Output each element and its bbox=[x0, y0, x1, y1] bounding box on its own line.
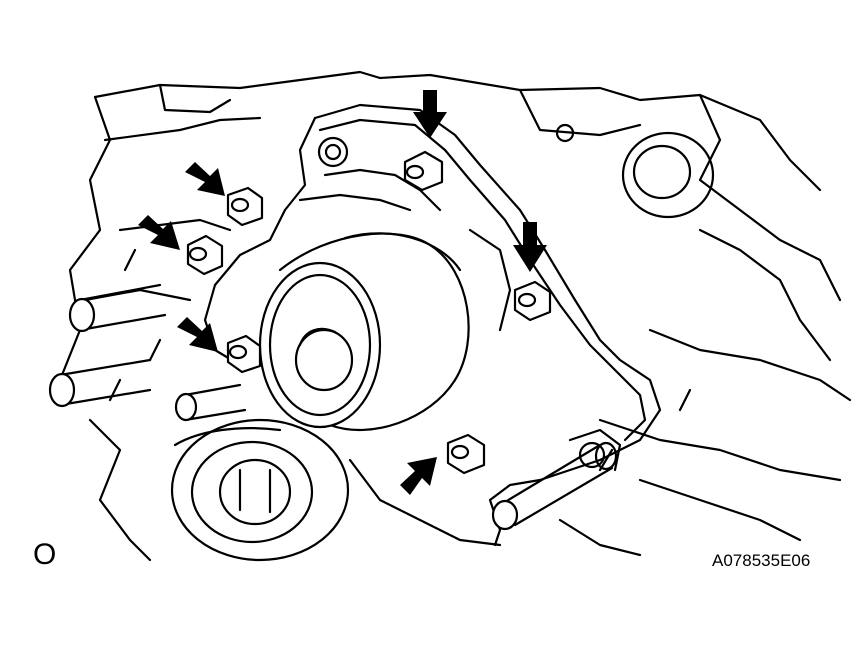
engine-block-outline bbox=[58, 70, 852, 562]
arrow-icon bbox=[177, 317, 218, 352]
nut-bottom bbox=[446, 433, 486, 475]
idler-pulley bbox=[258, 232, 470, 432]
arrow-icon bbox=[513, 222, 547, 272]
nut-left bbox=[186, 234, 224, 276]
arrow-icon bbox=[138, 215, 180, 250]
arrow-icon bbox=[185, 162, 225, 196]
arrow-icon bbox=[400, 457, 437, 495]
left-pins bbox=[48, 283, 247, 422]
corner-label: O bbox=[33, 538, 57, 571]
nut-right bbox=[513, 280, 552, 322]
figure-code: A078535E06 bbox=[712, 551, 811, 570]
lower-left-pulley bbox=[170, 418, 350, 562]
arrow-icon bbox=[413, 90, 447, 138]
right-pin bbox=[491, 441, 618, 531]
upper-right-boss bbox=[555, 123, 715, 219]
nut-upper-left bbox=[226, 186, 264, 227]
nut-top bbox=[403, 150, 444, 192]
nut-middle-left bbox=[226, 334, 262, 374]
